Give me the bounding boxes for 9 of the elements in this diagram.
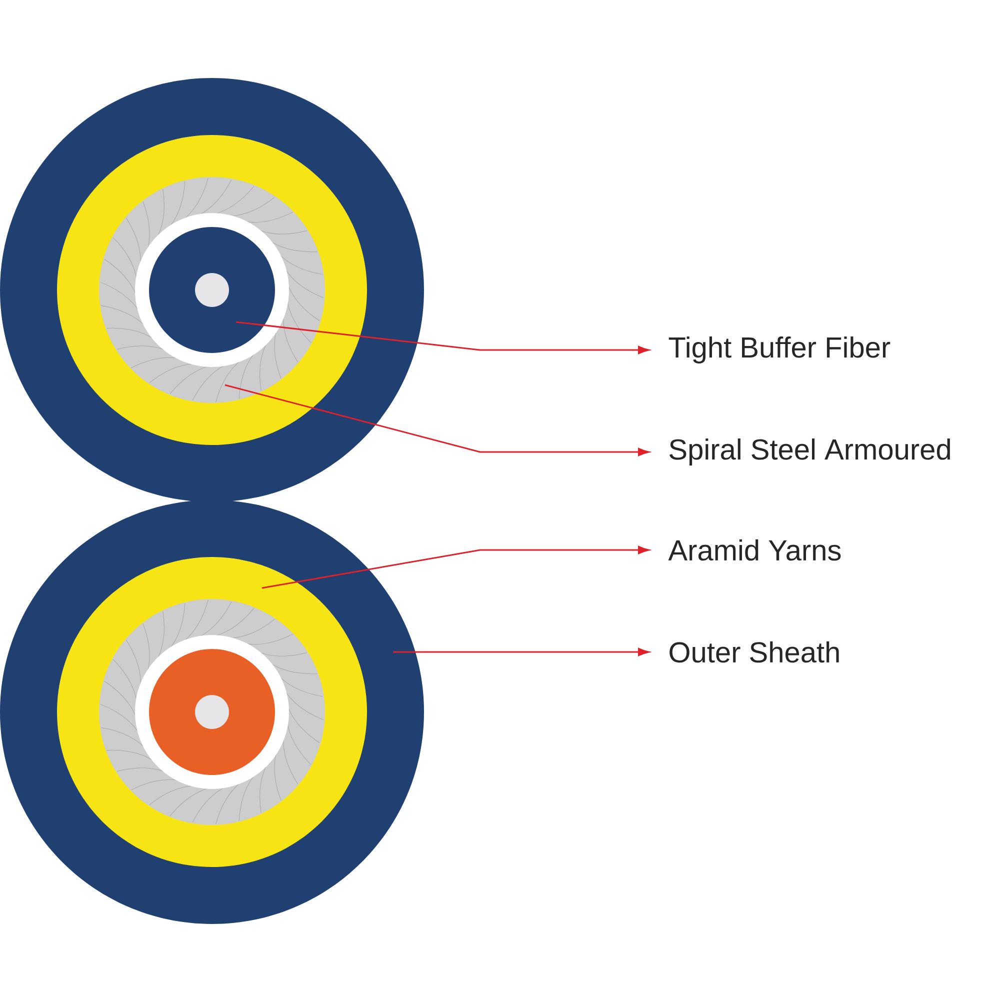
callout-label: Outer Sheath (670, 641, 839, 663)
tight-buffer (149, 227, 275, 353)
callout-label: Spiral Steel Armoured (670, 438, 950, 466)
callout-label: Tight Buffer Fiber (668, 336, 890, 364)
leader-line (262, 546, 650, 589)
leader-line (224, 384, 650, 456)
callout-label: Aramid Yarns (668, 539, 841, 561)
leader-line (236, 321, 650, 354)
leader-line (393, 648, 650, 656)
